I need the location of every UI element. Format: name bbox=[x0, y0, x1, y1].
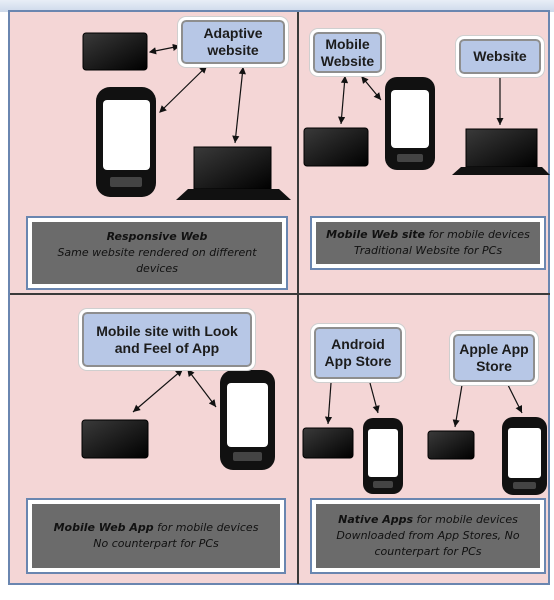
android-app-store-box: Android App Store bbox=[311, 324, 405, 382]
caption-title: Mobile Web App bbox=[53, 521, 154, 534]
caption-title: Mobile Web site bbox=[326, 228, 426, 241]
caption-text: Downloaded from App Stores, No counterpa… bbox=[336, 529, 520, 558]
mobile-web-app-caption: Mobile Web App for mobile devices No cou… bbox=[26, 498, 286, 574]
mobile-site-app-box: Mobile site with Look and Feel of App bbox=[79, 309, 255, 370]
horizontal-divider bbox=[10, 293, 550, 295]
caption-suffix: for mobile devices bbox=[153, 521, 259, 534]
apple-app-store-label: Apple App Store bbox=[459, 341, 529, 374]
apple-app-store-box: Apple App Store bbox=[450, 331, 538, 385]
caption-text: Traditional Website for PCs bbox=[353, 244, 503, 257]
android-app-store-label: Android App Store bbox=[324, 336, 392, 369]
vertical-divider bbox=[297, 12, 299, 584]
mobile-web-site-caption: Mobile Web site for mobile devices Tradi… bbox=[310, 216, 546, 270]
diagram-frame bbox=[8, 10, 550, 585]
caption-text: Same website rendered on different devic… bbox=[57, 246, 257, 275]
mobile-website-box: Mobile Website bbox=[310, 29, 385, 76]
responsive-web-caption: Responsive Web Same website rendered on … bbox=[26, 216, 288, 290]
caption-suffix: for mobile devices bbox=[413, 513, 518, 526]
window-top-bar bbox=[0, 0, 554, 12]
adaptive-website-box: Adaptive website bbox=[178, 17, 288, 67]
adaptive-website-label: Adaptive website bbox=[203, 25, 263, 58]
caption-text: No counterpart for PCs bbox=[93, 537, 219, 550]
website-label: Website bbox=[473, 48, 527, 64]
caption-title: Native Apps bbox=[338, 513, 414, 526]
website-box: Website bbox=[456, 36, 544, 77]
caption-title: Responsive Web bbox=[106, 230, 208, 243]
bottom-margin bbox=[0, 586, 554, 600]
caption-suffix: for mobile devices bbox=[425, 228, 530, 241]
mobile-website-label: Mobile Website bbox=[320, 35, 375, 69]
mobile-site-app-label: Mobile site with Look and Feel of App bbox=[96, 322, 238, 356]
native-apps-caption: Native Apps for mobile devices Downloade… bbox=[310, 498, 546, 574]
